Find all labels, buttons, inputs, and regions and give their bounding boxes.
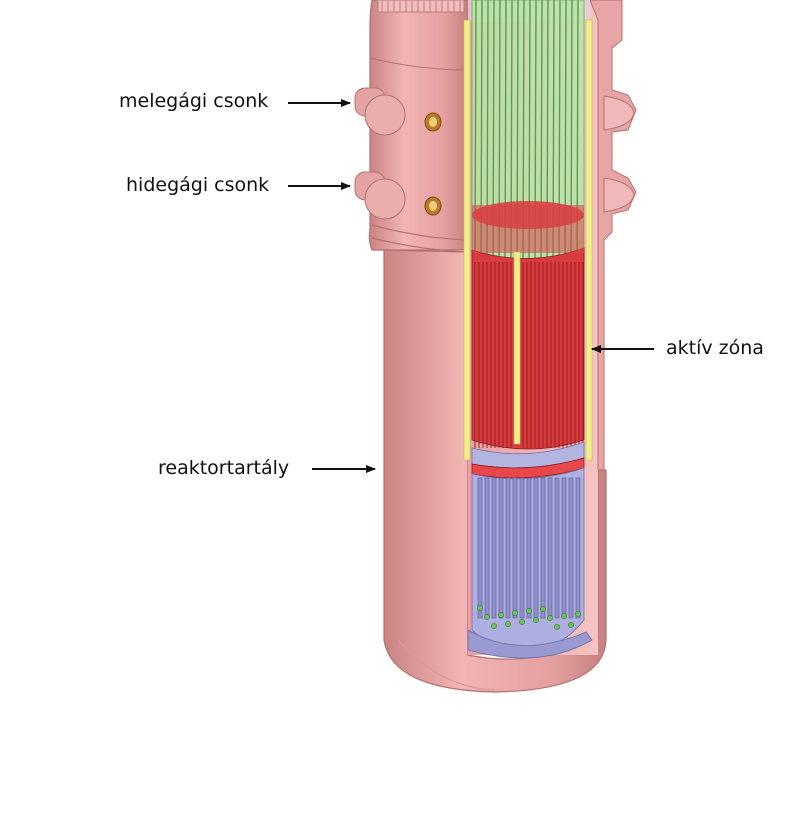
column-tip (484, 614, 490, 620)
support-column (512, 477, 518, 619)
column-tip (512, 610, 518, 616)
reactor-vessel (354, 0, 607, 693)
support-column (491, 477, 497, 619)
label-cold-leg: hidegági csonk (126, 174, 351, 196)
label-hot-leg: melegági csonk (119, 90, 351, 112)
cold-leg-nozzle (354, 171, 442, 220)
lower-support-columns (477, 477, 581, 619)
label-active-core: aktív zóna (591, 337, 764, 359)
active-core (471, 201, 585, 450)
column-tip (568, 622, 574, 628)
core-barrel (463, 19, 593, 461)
support-column (554, 477, 560, 619)
vessel-cutaway (463, 0, 637, 659)
support-column (505, 477, 511, 619)
support-column (526, 477, 532, 619)
column-tip (575, 611, 581, 617)
support-column (519, 477, 525, 619)
vessel-top-bolts (377, 0, 465, 13)
column-tip (540, 606, 546, 612)
column-tip (519, 619, 525, 625)
cold-leg-label: hidegági csonk (126, 174, 269, 196)
reactor-vessel-label: reaktortartály (158, 457, 289, 479)
column-tip (554, 624, 560, 630)
support-column (568, 477, 574, 619)
support-column (547, 477, 553, 619)
support-column (477, 477, 483, 619)
support-column (533, 477, 539, 619)
column-tip (526, 608, 532, 614)
column-tip (498, 612, 504, 618)
support-column (498, 477, 504, 619)
support-column (484, 477, 490, 619)
vessel-shell (383, 249, 607, 693)
column-tip (561, 613, 567, 619)
label-reactor-vessel: reaktortartály (158, 457, 376, 479)
active-core-label: aktív zóna (666, 337, 764, 359)
column-tip (491, 623, 497, 629)
support-column (575, 477, 581, 619)
hot-leg-label: melegági csonk (119, 90, 268, 112)
column-tip (533, 617, 539, 623)
support-column (540, 477, 546, 619)
column-tips (477, 605, 581, 630)
central-channel (513, 251, 521, 445)
support-column (561, 477, 567, 619)
hot-leg-nozzle (354, 87, 442, 136)
column-tip (477, 605, 483, 611)
column-tip (547, 615, 553, 621)
column-tip (505, 621, 511, 627)
core-fuel-rods (474, 262, 584, 448)
